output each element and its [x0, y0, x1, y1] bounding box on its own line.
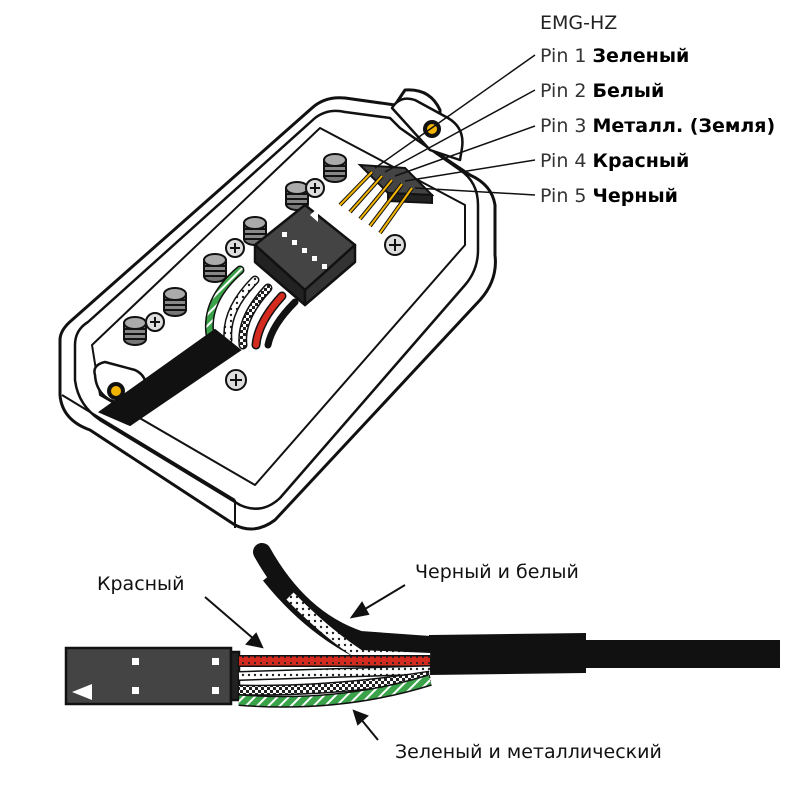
pin-header: [338, 163, 435, 235]
standoffs: [123, 153, 347, 346]
pin-color: Красный: [592, 150, 690, 172]
pin-color: Металл. (Земля): [592, 115, 776, 137]
label-green-metal-wires: Зеленый и металлический: [395, 741, 662, 763]
enclosure: [58, 88, 497, 531]
box-wires: [97, 265, 299, 427]
label-red-wire: Красный: [97, 573, 185, 595]
board-connector: [253, 203, 357, 307]
arrow-red: [204, 596, 256, 641]
pin-color: Зеленый: [592, 45, 690, 67]
pin-number: Pin 4: [540, 150, 587, 172]
pin-leader-lines: [374, 54, 536, 196]
screws: [145, 178, 406, 391]
pin-number: Pin 3: [540, 115, 587, 137]
arrow-green-metal: [359, 717, 379, 741]
pin-color: Черный: [592, 185, 678, 207]
pin-number: Pin 5: [540, 185, 587, 207]
label-black-white-wires: Черный и белый: [415, 561, 579, 583]
cable-assembly: [64, 543, 780, 708]
pin-number: Pin 1: [540, 45, 587, 67]
arrow-black-white: [359, 584, 406, 613]
cable-connector: [64, 646, 241, 706]
annotation-arrows: [204, 584, 406, 741]
model-title: EMG-HZ: [540, 12, 618, 34]
pin-number: Pin 2: [540, 80, 587, 102]
pin-color: Белый: [592, 80, 665, 102]
